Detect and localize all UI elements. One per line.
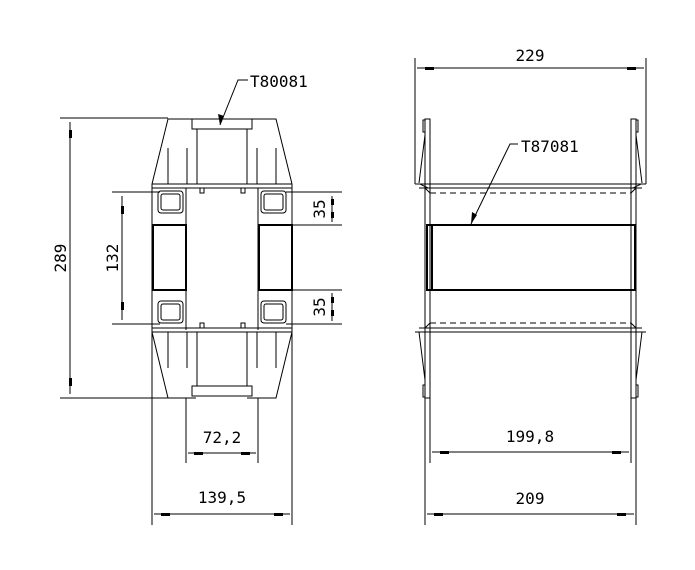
dim-289-label: 289 bbox=[51, 244, 70, 273]
dimension-offsets: 35 35 bbox=[286, 191, 342, 325]
callout-t80081: T80081 bbox=[218, 72, 308, 126]
callout-label: T87081 bbox=[521, 137, 579, 156]
callout-label: T80081 bbox=[250, 72, 308, 91]
dimension-side-inner: 199,8 bbox=[429, 398, 632, 463]
dimension-side-overall-bottom: 209 bbox=[424, 398, 637, 525]
dim-35-top-label: 35 bbox=[310, 199, 329, 218]
dimension-side-overall-top: 229 bbox=[414, 46, 647, 184]
dim-229-label: 229 bbox=[516, 46, 545, 65]
dim-209-label: 209 bbox=[516, 489, 545, 508]
dim-132-label: 132 bbox=[103, 244, 122, 273]
dim-35-bottom-label: 35 bbox=[310, 297, 329, 316]
dimension-overall-height: 289 bbox=[51, 117, 168, 399]
dim-139-5-label: 139,5 bbox=[198, 488, 246, 507]
side-view bbox=[415, 118, 646, 399]
dimension-inner-width: 72,2 bbox=[185, 398, 259, 463]
front-view bbox=[151, 118, 293, 399]
dim-199-8-label: 199,8 bbox=[506, 427, 554, 446]
dim-72-2-label: 72,2 bbox=[203, 428, 242, 447]
callout-t87081: T87081 bbox=[470, 137, 579, 225]
dimension-overall-width: 139,5 bbox=[151, 335, 293, 525]
dimension-inner-height: 132 bbox=[103, 191, 160, 325]
